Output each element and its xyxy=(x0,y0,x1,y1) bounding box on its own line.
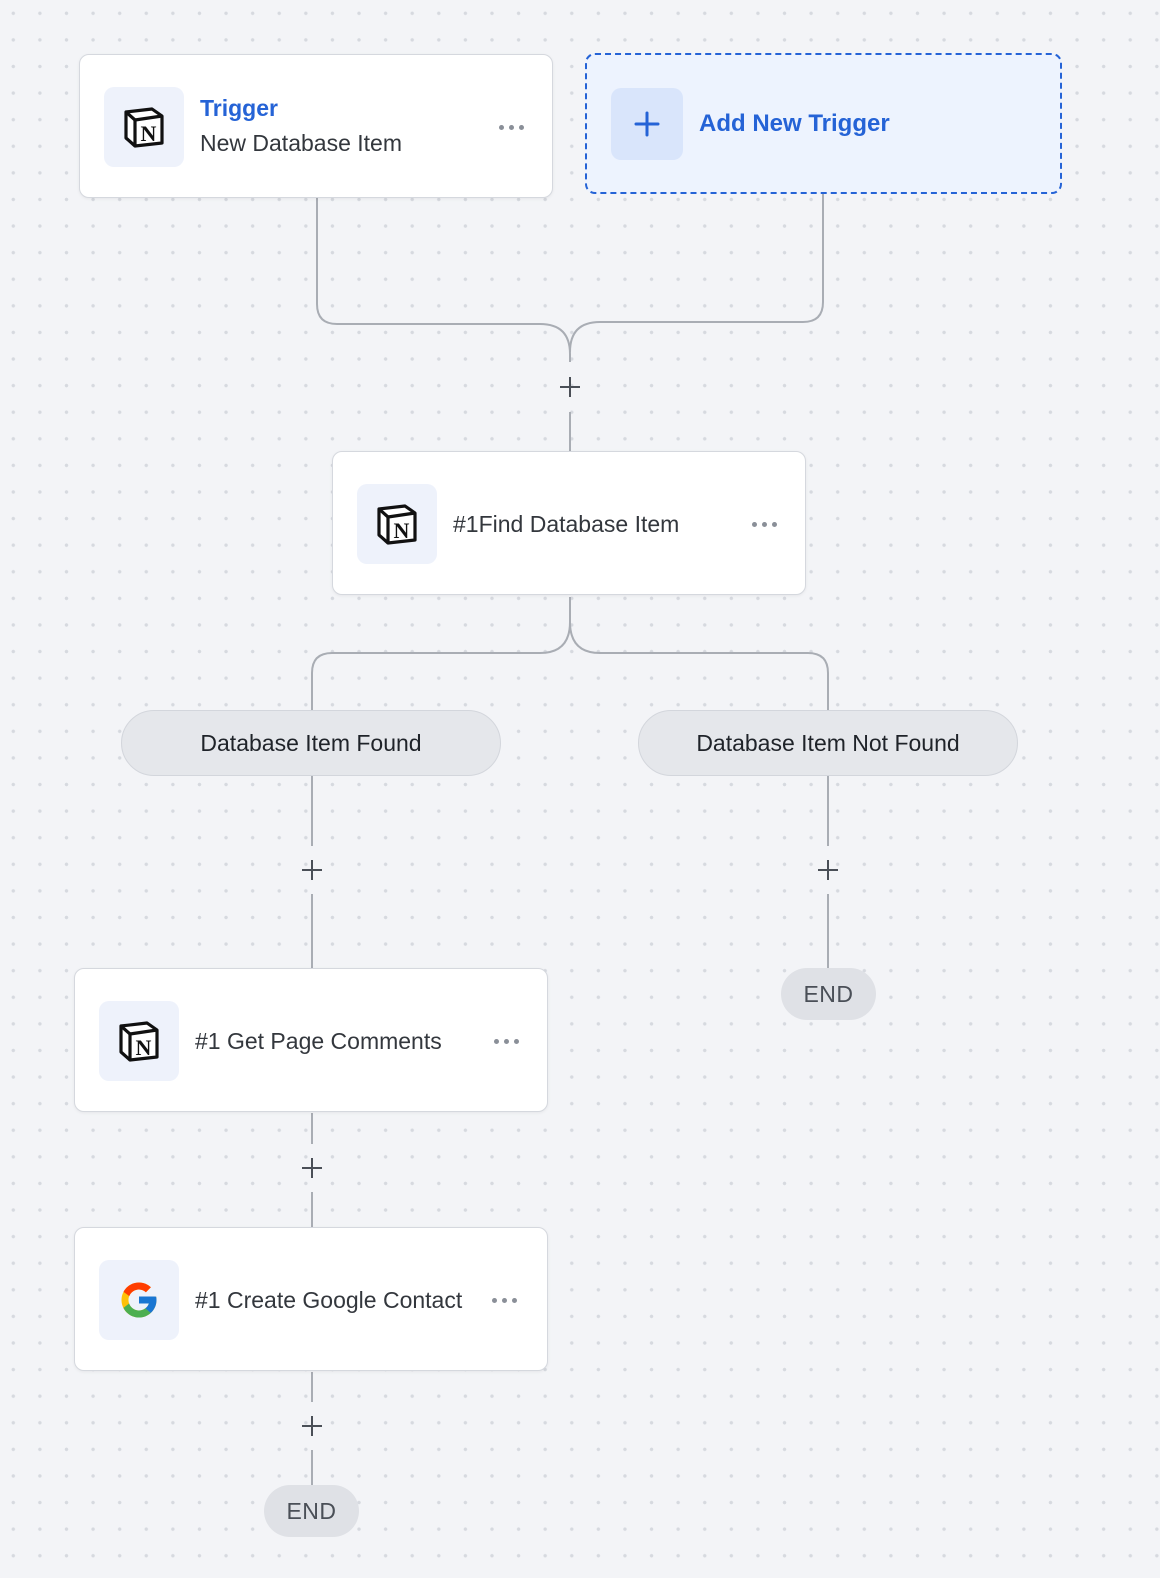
plus-icon xyxy=(560,377,580,397)
step-app-icon-box xyxy=(99,1260,179,1340)
end-marker: END xyxy=(781,968,876,1020)
add-new-trigger-button[interactable]: Add New Trigger xyxy=(585,53,1062,194)
add-step-plus-button[interactable] xyxy=(295,1151,329,1185)
trigger-app-icon-box: N xyxy=(104,87,184,167)
add-step-plus-button[interactable] xyxy=(811,853,845,887)
step-app-icon-box: N xyxy=(357,484,437,564)
step-label: #1 Create Google Contact xyxy=(195,1286,463,1313)
step-more-icon[interactable] xyxy=(489,1029,523,1053)
end-marker: END xyxy=(264,1485,359,1537)
add-step-plus-button[interactable] xyxy=(295,1409,329,1443)
step-app-icon-box: N xyxy=(99,1001,179,1081)
plus-icon xyxy=(302,1158,322,1178)
notion-icon: N xyxy=(124,107,164,148)
branch-database-item-found[interactable]: Database Item Found xyxy=(121,710,501,776)
plus-icon xyxy=(818,860,838,880)
plus-icon xyxy=(302,860,322,880)
trigger-subtitle: New Database Item xyxy=(200,130,402,156)
add-step-plus-button[interactable] xyxy=(553,370,587,404)
step-card-find-database-item[interactable]: N #1Find Database Item xyxy=(332,451,806,595)
step-card-create-google-contact[interactable]: #1 Create Google Contact xyxy=(74,1227,548,1371)
plus-icon xyxy=(634,111,660,137)
trigger-card[interactable]: N Trigger New Database Item xyxy=(79,54,553,198)
trigger-more-icon[interactable] xyxy=(494,115,528,139)
svg-text:N: N xyxy=(141,121,157,146)
add-step-plus-button[interactable] xyxy=(295,853,329,887)
step-label: #1 Get Page Comments xyxy=(195,1027,442,1054)
add-trigger-label: Add New Trigger xyxy=(699,109,890,137)
trigger-title: Trigger xyxy=(200,95,278,121)
branch-database-item-not-found[interactable]: Database Item Not Found xyxy=(638,710,1018,776)
svg-text:N: N xyxy=(394,518,410,543)
step-more-icon[interactable] xyxy=(487,1288,521,1312)
plus-icon xyxy=(302,1416,322,1436)
google-icon xyxy=(121,1282,157,1318)
step-card-get-page-comments[interactable]: N #1 Get Page Comments xyxy=(74,968,548,1112)
step-more-icon[interactable] xyxy=(747,512,781,536)
add-trigger-plus-box xyxy=(611,88,683,160)
svg-text:N: N xyxy=(136,1035,152,1060)
notion-icon: N xyxy=(119,1021,159,1062)
trigger-text: Trigger New Database Item xyxy=(200,91,402,161)
notion-icon: N xyxy=(377,504,417,545)
step-label: #1Find Database Item xyxy=(453,510,680,537)
